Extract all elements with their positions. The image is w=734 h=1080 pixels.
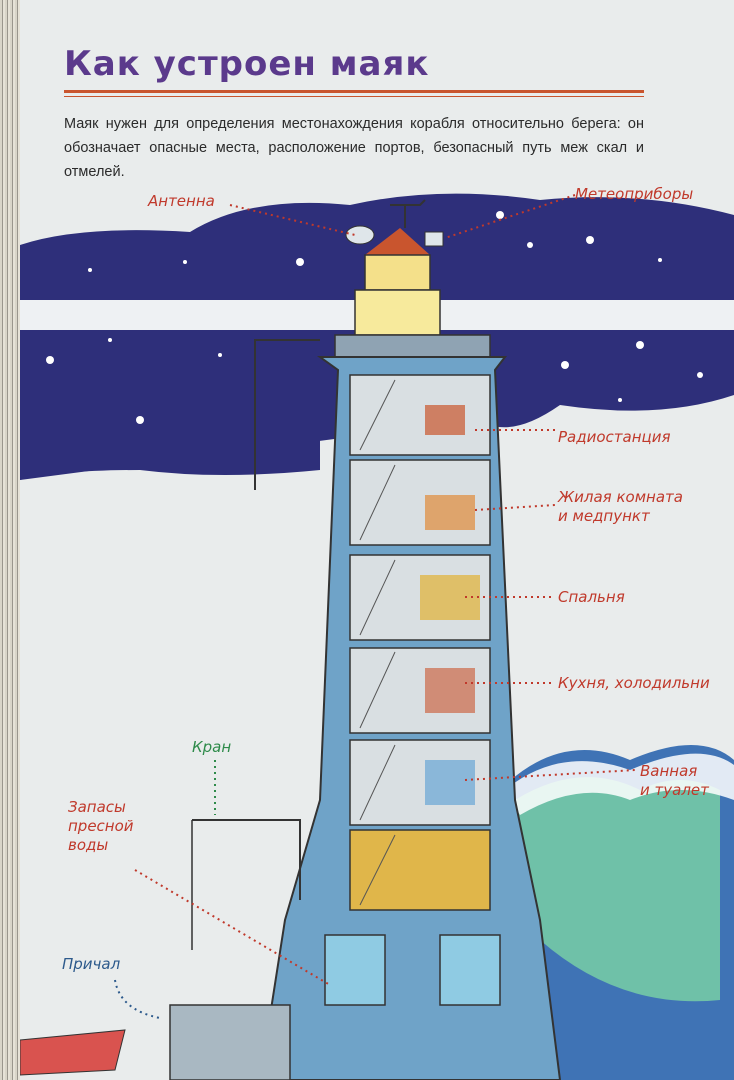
pier-block [169,1004,291,1080]
antenna-dish [345,225,375,245]
label-bathroom: Ванная и туалет [640,762,709,799]
label-kitchen: Кухня, холодильни [558,674,710,692]
page-title: Как устроен маяк [64,44,430,84]
label-crane: Кран [192,738,232,756]
leader-lines [134,194,636,986]
label-living-room: Жилая комната и медпункт [558,488,683,525]
gallery [334,334,491,358]
weather-box [424,231,444,247]
water-tank-right [439,934,501,1006]
lighthouse-illustration [20,193,734,1080]
title-underline [64,90,644,93]
label-weather-instruments: Метеоприборы [575,185,694,203]
water-tank-left [324,934,386,1006]
label-bedroom: Спальня [558,588,625,606]
dock-crane [192,819,301,900]
boat [20,1029,126,1076]
label-fresh-water: Запасы пресной воды [68,798,134,854]
book-page: Как устроен маяк Маяк нужен для определе… [20,0,734,1080]
label-antenna: Антенна [148,192,215,210]
label-pier: Причал [62,955,121,973]
top-crane [254,339,320,490]
label-radio-station: Радиостанция [558,428,671,446]
stars [46,211,703,424]
book-page-edges [0,0,22,1080]
tower-floors [349,374,491,911]
lamp-room [354,289,441,336]
lamp-roof [365,228,430,255]
title-underline-thin [64,96,644,97]
intro-paragraph: Маяк нужен для определения местонахожден… [64,116,644,180]
